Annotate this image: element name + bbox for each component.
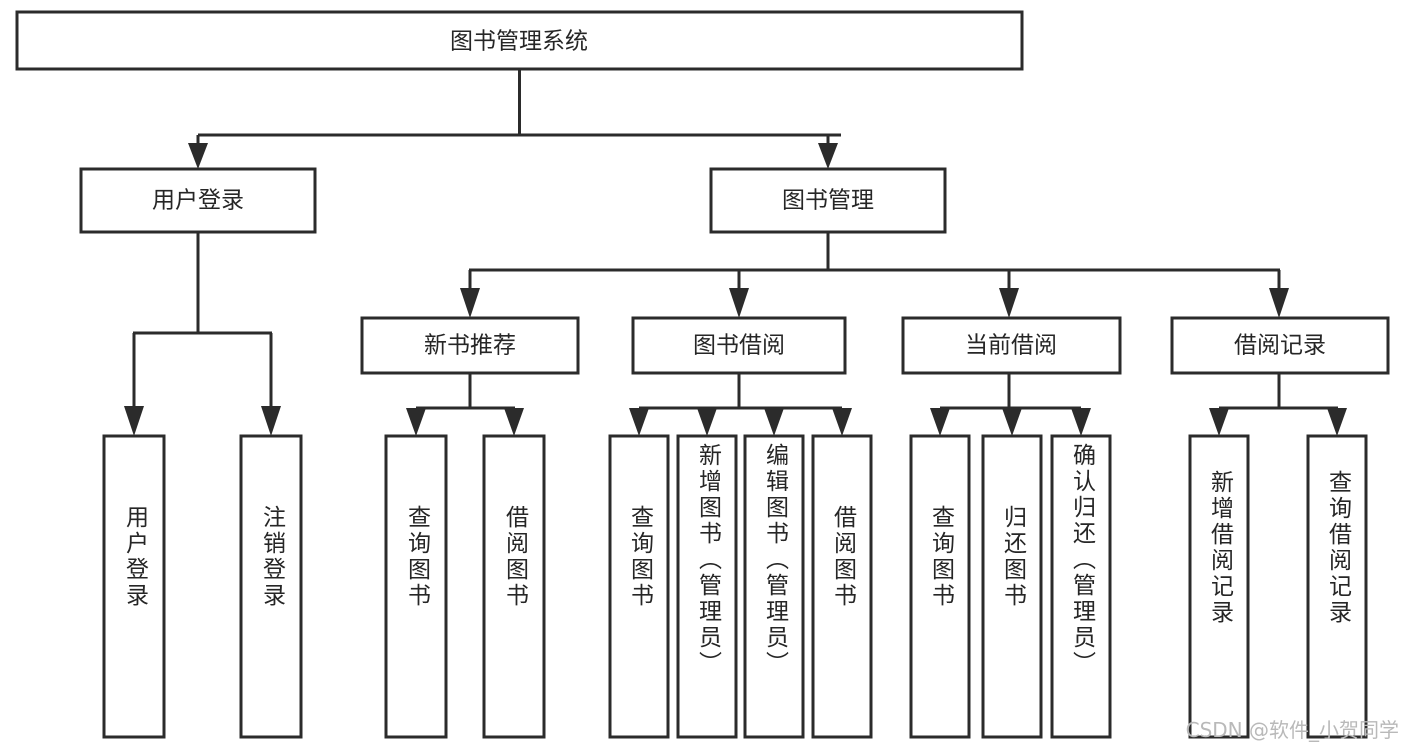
arrow-head-leaf-query-book-new — [406, 408, 426, 436]
arrow-head-book-management — [818, 143, 838, 169]
arrow-head-borrow-record — [1269, 288, 1289, 318]
node-new-book-recommend[interactable]: 新书推荐 — [360, 316, 580, 375]
connector-root-to-level2 — [188, 69, 841, 169]
node-leaf-logout-login-box[interactable] — [239, 434, 303, 739]
node-current-borrow[interactable]: 当前借阅 — [901, 316, 1122, 375]
node-book-borrow-box — [631, 316, 847, 375]
node-root-box — [15, 10, 1024, 71]
node-leaf-confirm-return-admin-box[interactable] — [1050, 434, 1112, 739]
node-leaf-add-borrow-record-box[interactable] — [1188, 434, 1250, 739]
node-root[interactable]: 图书管理系统 — [15, 10, 1024, 71]
arrow-head-leaf-query-book-current — [930, 408, 950, 436]
connector-book-management-to-level3 — [460, 232, 1289, 318]
node-root-label: 图书管理系统 — [450, 29, 588, 55]
node-book-borrow[interactable]: 图书借阅 — [631, 316, 847, 375]
node-new-book-recommend-label: 新书推荐 — [424, 333, 516, 359]
connector-book-borrow-to-leaves — [629, 373, 852, 436]
node-book-management-label: 图书管理 — [782, 188, 874, 214]
arrow-head-new-book-recommend — [460, 288, 480, 318]
arrow-head-leaf-logout-login — [261, 406, 281, 436]
node-book-management[interactable]: 图书管理 — [709, 167, 947, 234]
arrow-head-leaf-return-book — [1002, 408, 1022, 436]
arrow-head-leaf-borrow-book-borrow — [832, 408, 852, 436]
node-user-login-box — [79, 167, 317, 234]
arrow-head-leaf-query-book-borrow — [629, 408, 649, 436]
node-borrow-record-box — [1170, 316, 1390, 375]
connector-new-book-recommend-to-leaves — [406, 373, 524, 436]
node-leaf-return-book-box[interactable] — [981, 434, 1043, 739]
arrow-head-leaf-user-login — [124, 406, 144, 436]
node-current-borrow-label: 当前借阅 — [965, 333, 1057, 359]
node-leaf-query-book-borrow-box[interactable] — [608, 434, 670, 739]
node-leaf-query-book-new-box[interactable] — [384, 434, 448, 739]
node-leaf-add-book-admin-box[interactable] — [676, 434, 738, 739]
node-new-book-recommend-box — [360, 316, 580, 375]
arrow-head-current-borrow — [999, 288, 1019, 318]
leaf-boxes — [102, 434, 1368, 739]
arrow-head-leaf-add-borrow-record — [1209, 408, 1229, 436]
connector-user-login-to-leaves — [124, 232, 281, 436]
arrow-head-leaf-confirm-return-admin — [1071, 408, 1091, 436]
arrow-head-leaf-borrow-book-new — [504, 408, 524, 436]
node-borrow-record[interactable]: 借阅记录 — [1170, 316, 1390, 375]
node-leaf-query-borrow-record-box[interactable] — [1306, 434, 1368, 739]
node-borrow-record-label: 借阅记录 — [1234, 333, 1326, 359]
node-leaf-borrow-book-borrow-box[interactable] — [811, 434, 873, 739]
arrow-head-user-login — [188, 143, 208, 169]
node-user-login[interactable]: 用户登录 — [79, 167, 317, 234]
node-user-login-label: 用户登录 — [152, 188, 244, 214]
connector-current-borrow-to-leaves — [930, 373, 1091, 436]
arrow-head-leaf-edit-book-admin — [764, 408, 784, 436]
node-book-borrow-label: 图书借阅 — [693, 333, 785, 359]
node-leaf-borrow-book-new-box[interactable] — [482, 434, 546, 739]
node-leaf-query-book-current-box[interactable] — [909, 434, 971, 739]
arrow-head-book-borrow — [729, 288, 749, 318]
arrow-head-leaf-query-borrow-record — [1327, 408, 1347, 436]
node-leaf-user-login-box[interactable] — [102, 434, 166, 739]
connector-borrow-record-to-leaves — [1209, 373, 1347, 436]
arrow-head-leaf-add-book-admin — [697, 408, 717, 436]
node-current-borrow-box — [901, 316, 1122, 375]
node-leaf-edit-book-admin-box[interactable] — [743, 434, 805, 739]
node-book-management-box — [709, 167, 947, 234]
